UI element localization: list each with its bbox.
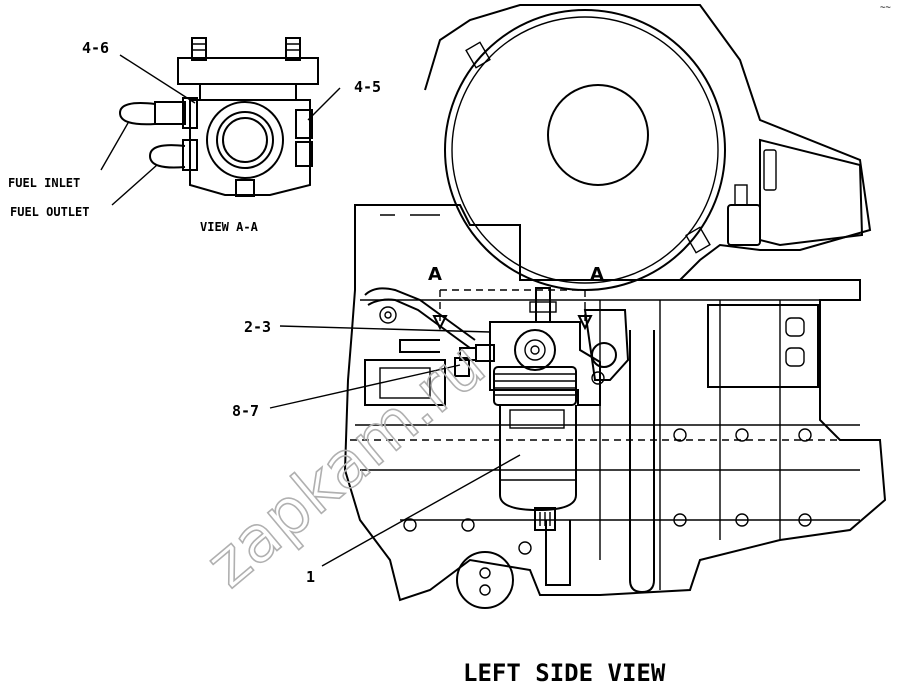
section-mark-right: A [590, 264, 604, 285]
view-a-a-label: VIEW A-A [200, 220, 259, 234]
callout-4-6: 4-6 [82, 39, 109, 57]
fuel-filter-assembly [459, 287, 630, 586]
round-cover [424, 4, 872, 291]
section-line-a-a [432, 289, 593, 331]
fuel-inlet-label: FUEL INLET [8, 176, 80, 190]
corner-mark: ~~ [880, 3, 891, 13]
engine-block [343, 204, 887, 609]
callout-2-3: 2-3 [244, 318, 271, 336]
view-title: LEFT SIDE VIEW [463, 659, 666, 687]
watermark: zapkam.ru [193, 328, 500, 602]
callout-1: 1 [306, 568, 315, 586]
view-a-a-detail [118, 37, 319, 197]
callout-8-7: 8-7 [232, 402, 259, 420]
section-mark-left: A [428, 264, 442, 285]
leader-lines [100, 54, 521, 567]
fuel-outlet-label: FUEL OUTLET [10, 205, 89, 219]
fuel-lines [364, 287, 476, 406]
callout-4-5: 4-5 [354, 78, 381, 96]
